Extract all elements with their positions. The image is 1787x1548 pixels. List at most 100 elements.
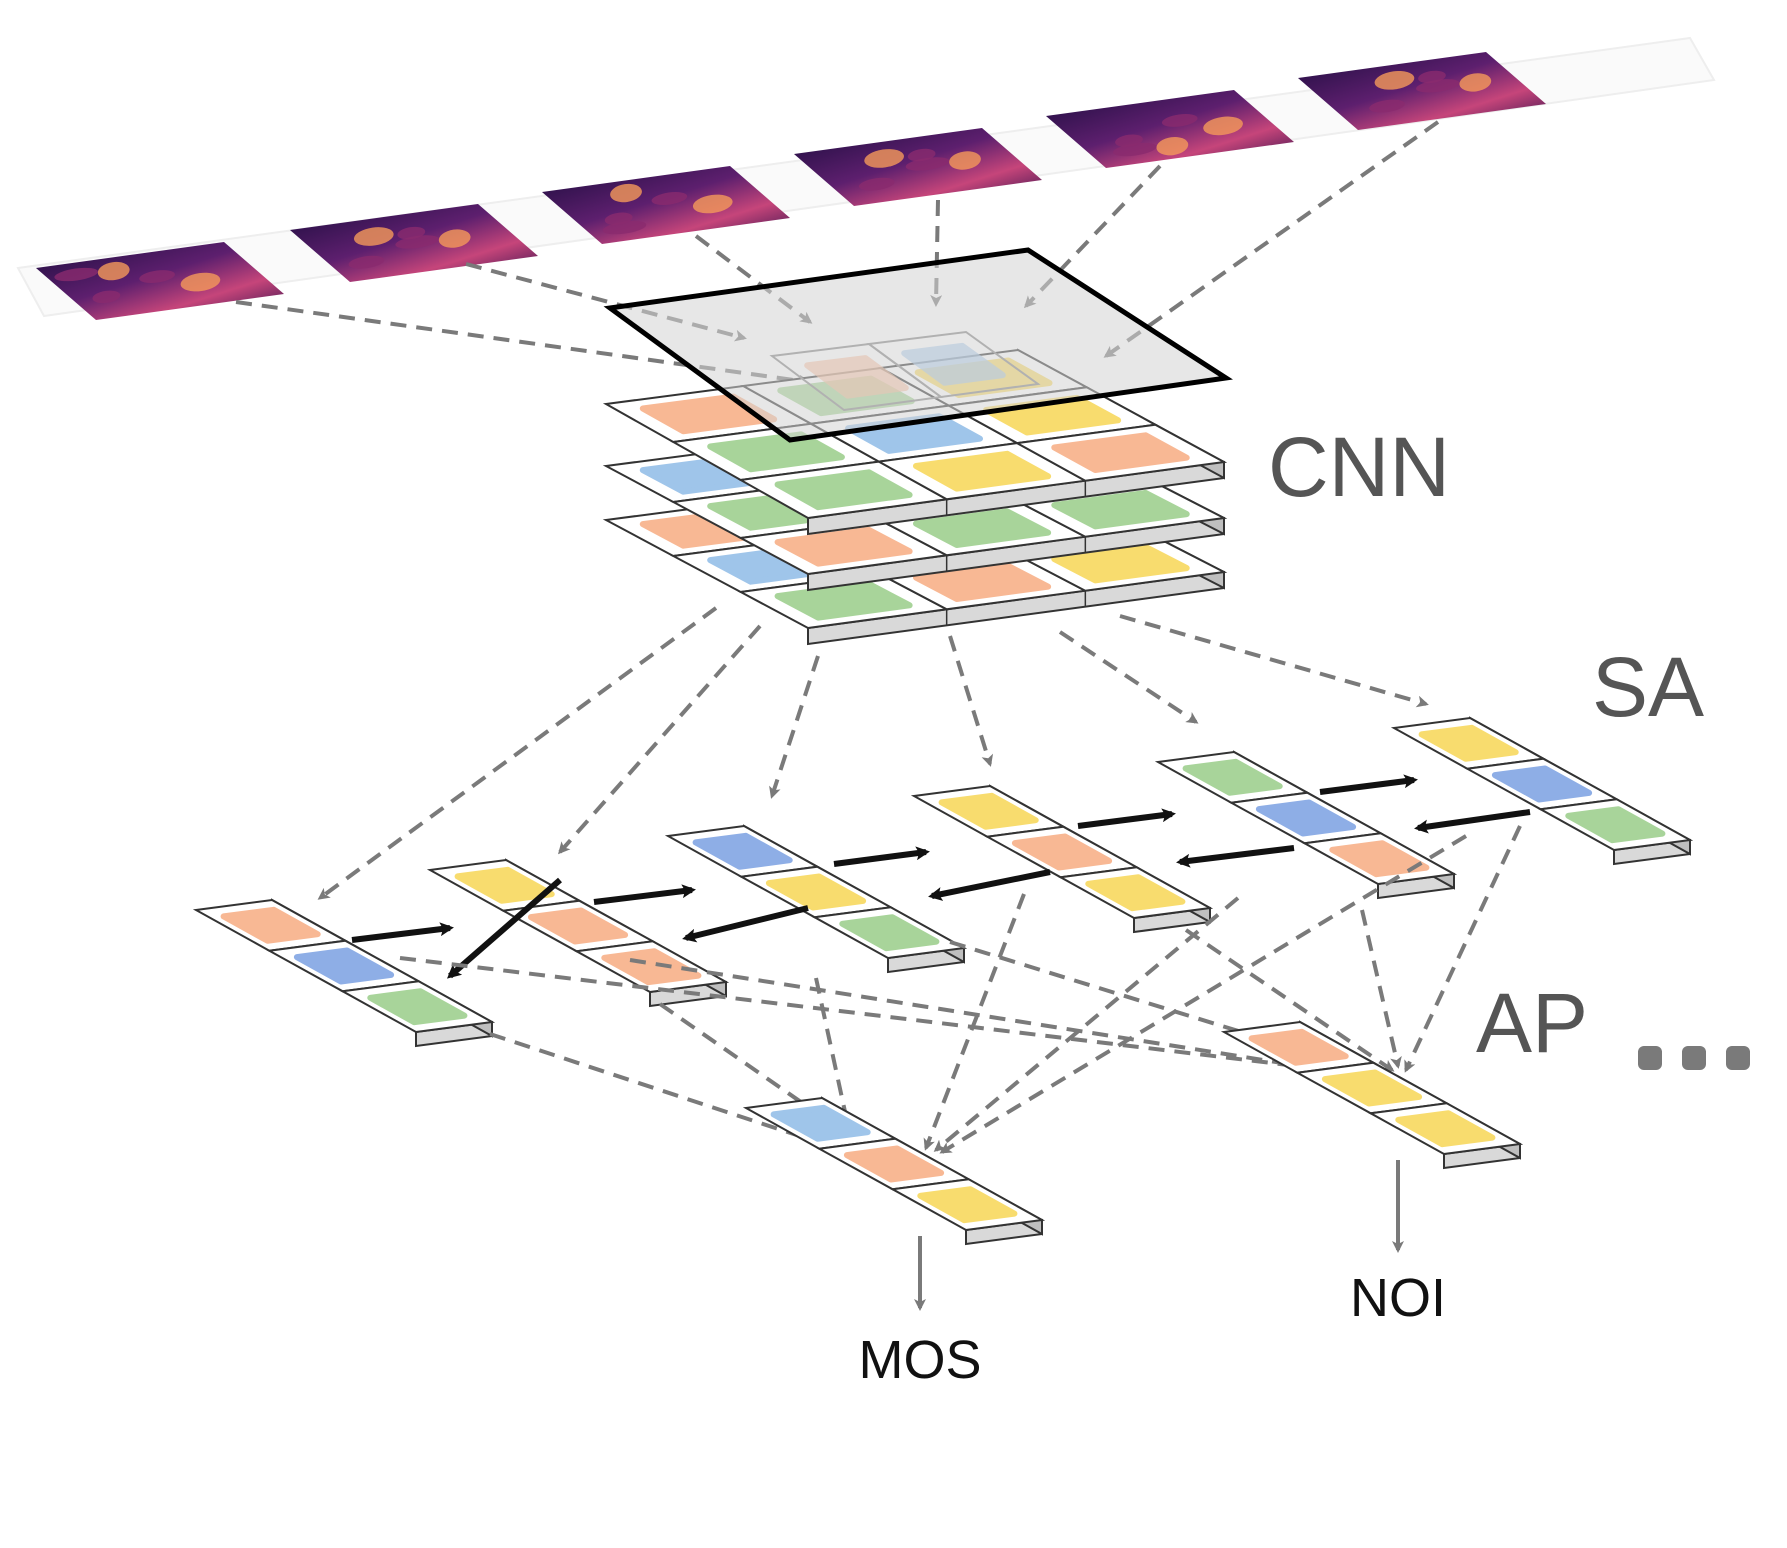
sa-column-feature bbox=[1491, 765, 1593, 803]
sa-column bbox=[426, 858, 730, 1008]
sa-column-feature bbox=[1329, 840, 1430, 878]
ellipsis-dot bbox=[1682, 1046, 1706, 1070]
spec-arrow bbox=[1103, 120, 1440, 358]
spectrogram-energy bbox=[397, 226, 426, 240]
mos-label: MOS bbox=[858, 1330, 981, 1390]
attention-arrows bbox=[351, 774, 1531, 979]
sa-column bbox=[192, 898, 496, 1048]
ap-column-noi-feature bbox=[1321, 1069, 1423, 1107]
ellipsis-dot bbox=[1638, 1046, 1662, 1070]
cnn-stack bbox=[602, 330, 1228, 646]
cnn-sa-arrow bbox=[1058, 630, 1199, 724]
cnn-layer-feature bbox=[774, 469, 913, 511]
spectrogram-energy bbox=[610, 183, 642, 203]
ap-column-mos-feature bbox=[843, 1145, 945, 1183]
sa-column-feature bbox=[839, 914, 940, 952]
spectrogram-energy bbox=[604, 212, 633, 226]
attention-arrow bbox=[351, 922, 454, 943]
sa-column-feature bbox=[454, 866, 555, 904]
ap-noi-arrow bbox=[1184, 928, 1395, 1072]
spectrogram-energy bbox=[54, 267, 99, 282]
cnn-sa-arrow bbox=[317, 606, 718, 900]
spectrogram-frame bbox=[542, 166, 790, 244]
spectrogram-frame bbox=[794, 128, 1042, 206]
cnn-layer-feature bbox=[774, 526, 913, 567]
sa-column bbox=[1154, 750, 1458, 900]
spectrogram-energy bbox=[139, 270, 175, 284]
ap-column-noi-feature bbox=[1395, 1110, 1496, 1148]
spectrogram-energy bbox=[1374, 71, 1415, 90]
ap-column-noi-feature bbox=[1248, 1028, 1349, 1066]
sa-column-feature bbox=[1418, 724, 1519, 762]
cnn-layer-feature bbox=[1051, 489, 1190, 530]
spectrogram-energy bbox=[1369, 99, 1405, 113]
cnn-layer-feature bbox=[913, 508, 1052, 548]
spectrogram-background bbox=[1046, 90, 1294, 168]
spectrogram-energy bbox=[353, 227, 394, 246]
sa-column-feature bbox=[692, 832, 793, 870]
cnn-layer-feature bbox=[774, 580, 913, 621]
cnn-layer-feature bbox=[1051, 543, 1190, 584]
ap-column-mos bbox=[742, 1096, 1046, 1246]
spectrogram-frame bbox=[1298, 52, 1546, 130]
attention-arrow bbox=[1176, 845, 1295, 868]
ap-label: AP bbox=[1476, 976, 1588, 1070]
spectrogram-energy bbox=[438, 229, 471, 248]
spectrogram-energy bbox=[1459, 73, 1492, 92]
ap-mos-arrow bbox=[489, 1032, 839, 1151]
ap-column-mos-feature bbox=[770, 1104, 871, 1142]
spectrogram-energy bbox=[858, 177, 895, 191]
sa-column-feature bbox=[220, 906, 321, 944]
cnn-layer-feature bbox=[913, 562, 1052, 602]
attention-arrow bbox=[682, 905, 809, 943]
attention-pooling-columns bbox=[742, 1020, 1524, 1246]
cnn-layer-feature bbox=[1051, 432, 1190, 473]
cnn-sa-arrow bbox=[948, 635, 994, 767]
spectrogram-frame bbox=[290, 204, 538, 282]
cnn-to-sa-arrows bbox=[317, 606, 1429, 900]
spectrogram-energy bbox=[692, 194, 733, 214]
spectrogram-energy bbox=[864, 149, 904, 168]
ap-column-noi bbox=[1220, 1020, 1524, 1170]
sa-column-feature bbox=[601, 948, 702, 986]
attention-arrow bbox=[593, 884, 696, 905]
spectrogram-energy bbox=[907, 148, 936, 162]
cnn-sa-arrow bbox=[558, 624, 762, 855]
spectrogram-energy bbox=[651, 192, 688, 205]
sa-column-feature bbox=[765, 873, 867, 911]
sa-column-feature bbox=[1011, 833, 1113, 871]
sa-column bbox=[664, 824, 968, 974]
sa-column-feature bbox=[1565, 806, 1666, 844]
spectrogram-energy bbox=[92, 290, 121, 304]
sa-label: SA bbox=[1592, 640, 1704, 734]
spectrogram-energy bbox=[348, 255, 385, 269]
ap-mos-arrow bbox=[933, 896, 1240, 1152]
ap-mos-arrow bbox=[923, 893, 1026, 1151]
cnn-window-plane bbox=[603, 247, 1233, 443]
sa-column-feature bbox=[1255, 799, 1357, 837]
attention-arrow bbox=[1319, 774, 1418, 795]
spectrogram-energy bbox=[1203, 116, 1243, 136]
sa-column-feature bbox=[938, 792, 1039, 830]
spectrogram-energy bbox=[1418, 70, 1446, 84]
cnn-sa-arrow bbox=[769, 655, 820, 799]
sa-column bbox=[1390, 716, 1694, 866]
attention-arrow bbox=[1077, 808, 1176, 829]
cnn-layer-feature bbox=[707, 431, 845, 473]
ap-mos-arrow bbox=[939, 834, 1468, 1154]
ellipsis-dot bbox=[1726, 1046, 1750, 1070]
spectrogram-energy bbox=[1156, 136, 1189, 156]
noi-label: NOI bbox=[1350, 1268, 1446, 1328]
attention-arrow bbox=[446, 877, 562, 979]
output-arrows bbox=[914, 1160, 1404, 1311]
sa-column-feature bbox=[293, 947, 395, 985]
ap-column-mos-feature bbox=[917, 1186, 1018, 1224]
spectrogram-strip bbox=[16, 36, 1716, 320]
attention-arrow bbox=[833, 846, 930, 867]
sa-column-feature bbox=[1182, 758, 1283, 796]
spectrogram-background bbox=[542, 166, 790, 244]
spectrogram-energy bbox=[949, 151, 981, 170]
spectrogram-frames bbox=[36, 52, 1546, 320]
cnn-sa-arrow bbox=[1119, 614, 1429, 708]
